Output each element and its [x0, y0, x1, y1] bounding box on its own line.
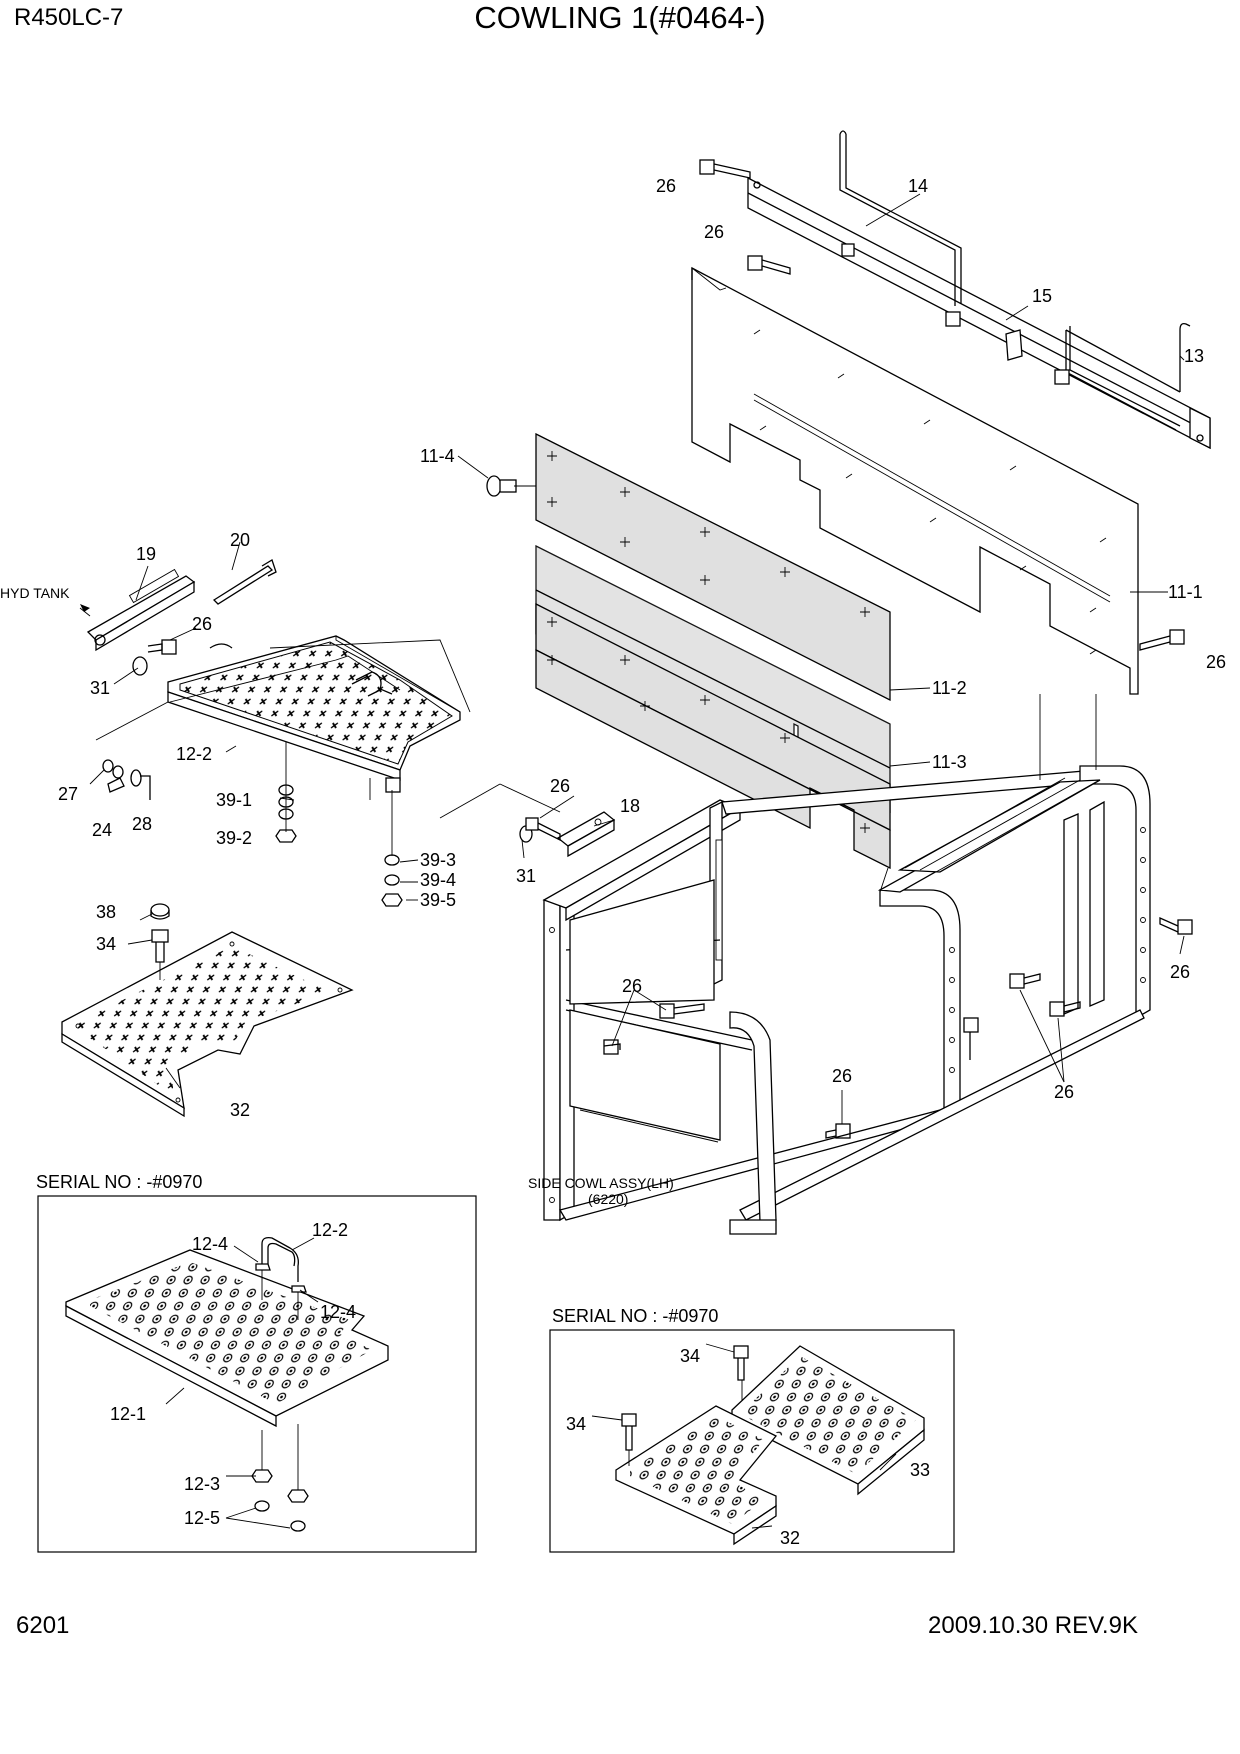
callout-11-4: 11-4 — [420, 446, 455, 466]
callout-28: 28 — [132, 814, 152, 834]
callout-34: 34 — [566, 1414, 586, 1434]
callout-39-1: 39-1 — [216, 790, 252, 810]
callout-27: 27 — [58, 784, 78, 804]
callout-26: 26 — [622, 976, 642, 996]
callout-13: 13 — [1184, 346, 1204, 366]
callout-20: 20 — [230, 530, 250, 550]
bracket-18 — [439, 783, 616, 858]
foam-block-11-3 — [535, 602, 891, 870]
page-number: 6201 — [16, 1612, 70, 1639]
washers-27 — [102, 759, 124, 779]
callout-12-5: 12-5 — [184, 1508, 220, 1528]
callout-14: 14 — [908, 176, 928, 196]
callout-12-3: 12-3 — [184, 1474, 220, 1494]
bolt-26-right — [1139, 629, 1185, 651]
inset-box-left — [37, 1195, 477, 1553]
bolt-34 — [151, 929, 169, 963]
hyd-tank-arrow — [80, 604, 90, 612]
inset-left-serial: SERIAL NO : -#0970 — [36, 1172, 202, 1192]
callout-26: 26 — [1206, 652, 1226, 672]
inset-floor-plate-32 — [615, 1405, 778, 1546]
inset-floor-plate-12-1 — [65, 1236, 389, 1532]
pin-28 — [130, 769, 151, 800]
upper-rail-assembly — [747, 130, 1211, 450]
callout-33: 33 — [910, 1460, 930, 1480]
panel-11-1 — [691, 266, 1139, 695]
callout-26: 26 — [550, 776, 570, 796]
callout-12-2: 12-2 — [176, 744, 212, 764]
door-panel-12-2 — [167, 635, 471, 800]
callout-labels: 26 14 26 15 13 11-4 11-1 26 11-2 11-3 19… — [0, 176, 1226, 1207]
callout-12-4: 12-4 — [192, 1234, 228, 1254]
callout-12-4: 12-4 — [320, 1302, 356, 1322]
inset-left-labels: SERIAL NO : -#0970 12-4 12-2 12-4 12-1 1… — [36, 1172, 356, 1528]
nut-stack-39 — [275, 784, 403, 907]
callout-15: 15 — [1032, 286, 1052, 306]
callout-26: 26 — [1170, 962, 1190, 982]
stay-20 — [212, 559, 277, 605]
inset-right-serial: SERIAL NO : -#0970 — [552, 1306, 718, 1326]
bolt-26-top — [699, 159, 751, 179]
pin-24 — [107, 777, 125, 793]
callout-39-4: 39-4 — [420, 870, 456, 890]
callout-11-1: 11-1 — [1168, 582, 1203, 602]
callout-26: 26 — [192, 614, 212, 634]
leader-lines — [79, 193, 1185, 1529]
frame-bolts-26 — [603, 916, 1193, 1139]
bolt-26-door — [147, 639, 177, 655]
callout-39-3: 39-3 — [420, 850, 456, 870]
side-cowl-ref: (6220) — [588, 1191, 628, 1207]
pin-11-4 — [486, 475, 536, 497]
page-title: COWLING 1(#0464-) — [474, 0, 766, 35]
callout-11-3: 11-3 — [932, 752, 967, 772]
washer-31 — [132, 656, 148, 676]
callout-31: 31 — [516, 866, 536, 886]
revision-date: 2009.10.30 REV.9K — [928, 1612, 1138, 1639]
callout-39-5: 39-5 — [420, 890, 456, 910]
model-number: R450LC-7 — [14, 4, 124, 31]
inset-box-right — [549, 1329, 955, 1553]
callout-38: 38 — [96, 902, 116, 922]
callout-34: 34 — [96, 934, 116, 954]
callout-11-2: 11-2 — [932, 678, 967, 698]
callout-24: 24 — [92, 820, 112, 840]
hinge-19 — [86, 568, 196, 652]
callout-18: 18 — [620, 796, 640, 816]
inset-right-labels: SERIAL NO : -#0970 34 34 33 32 — [552, 1306, 930, 1548]
callout-19: 19 — [136, 544, 156, 564]
callout-39-2: 39-2 — [216, 828, 252, 848]
callout-26: 26 — [656, 176, 676, 196]
callout-26: 26 — [704, 222, 724, 242]
cap-38 — [150, 903, 170, 920]
side-cowl-frame — [542, 694, 1151, 1235]
callout-34: 34 — [680, 1346, 700, 1366]
inset-floor-plate-33 — [731, 1345, 925, 1496]
callout-32: 32 — [230, 1100, 250, 1120]
callout-12-2: 12-2 — [312, 1220, 348, 1240]
floor-plate-32 — [61, 931, 354, 1118]
callout-26: 26 — [1054, 1082, 1074, 1102]
inset-bolts-34 — [621, 1345, 749, 1466]
bolt-26-mid — [747, 255, 791, 275]
callout-31: 31 — [90, 678, 110, 698]
callout-12-1: 12-1 — [110, 1404, 146, 1424]
callout-32: 32 — [780, 1528, 800, 1548]
hyd-tank-label: HYD TANK — [0, 585, 70, 601]
side-cowl-label: SIDE COWL ASSY(LH) — [528, 1175, 674, 1191]
callout-26: 26 — [832, 1066, 852, 1086]
